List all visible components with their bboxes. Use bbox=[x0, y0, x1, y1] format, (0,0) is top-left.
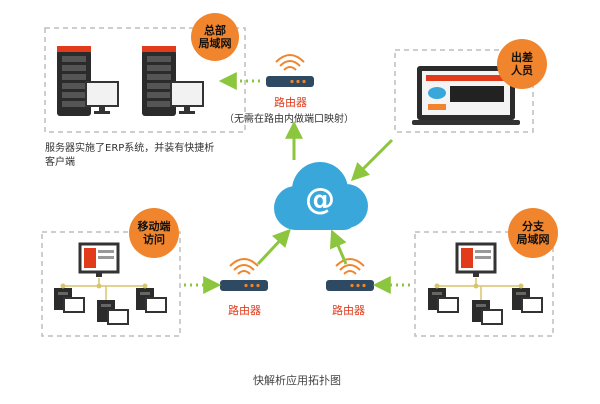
connector-dot bbox=[473, 283, 479, 289]
mobile-badge bbox=[129, 208, 179, 258]
connector-dot bbox=[434, 283, 440, 289]
cloud-icon bbox=[274, 162, 368, 230]
router-icon bbox=[266, 54, 314, 87]
server-rack-icon bbox=[57, 46, 91, 116]
badge-line: 分支 bbox=[522, 220, 544, 233]
arrow-router-left-to-cloud bbox=[256, 228, 291, 266]
travel-badge bbox=[497, 39, 547, 89]
diagram-caption: 快解析应用拓扑图 bbox=[253, 374, 341, 387]
travel-box bbox=[394, 49, 534, 133]
badge-line: 总部 bbox=[204, 24, 226, 37]
monitor-icon bbox=[145, 297, 167, 313]
arrow-router-right-to-cloud bbox=[329, 229, 348, 265]
router-left-label: 路由器 bbox=[228, 304, 261, 317]
network-connector bbox=[62, 278, 146, 300]
laptop-icon bbox=[412, 66, 520, 125]
connector-dot bbox=[60, 283, 66, 289]
branch-badge-label: 分支 局域网 bbox=[509, 220, 557, 246]
hq-lan-box bbox=[44, 27, 246, 133]
arrow-travel-to-cloud bbox=[350, 138, 394, 182]
description-line: 服务器实施了ERP系统，并装有快捷析 bbox=[45, 143, 215, 154]
connector-dot bbox=[96, 283, 102, 289]
router-icon bbox=[220, 258, 268, 291]
badge-line: 局域网 bbox=[198, 37, 232, 50]
monitor-icon bbox=[455, 242, 497, 277]
monitor-icon bbox=[481, 309, 503, 325]
network-connector bbox=[436, 278, 522, 300]
badge-line: 访问 bbox=[143, 233, 165, 246]
badge-line: 局域网 bbox=[516, 233, 550, 246]
server-rack-icon bbox=[142, 46, 176, 116]
badge-line: 出差 bbox=[511, 51, 533, 64]
router-top-note: （无需在路由内做端口映射） bbox=[224, 114, 354, 125]
cloud-at-symbol: @ bbox=[305, 182, 335, 217]
mobile-badge-label: 移动端 访问 bbox=[130, 220, 178, 246]
monitor-icon bbox=[85, 81, 119, 114]
router-right-label: 路由器 bbox=[332, 304, 365, 317]
branch-badge bbox=[508, 208, 558, 258]
connection-arrows bbox=[184, 72, 410, 294]
monitor-icon bbox=[78, 242, 120, 277]
connector-dot bbox=[518, 283, 524, 289]
travel-badge-label: 出差 人员 bbox=[498, 51, 546, 77]
hq-lan-badge-label: 总部 局域网 bbox=[191, 24, 239, 50]
connector-dot bbox=[142, 283, 148, 289]
router-icon bbox=[326, 258, 374, 291]
hq-lan-badge bbox=[191, 13, 239, 61]
mobile-box bbox=[41, 231, 181, 337]
router-top-label: 路由器 bbox=[274, 96, 307, 109]
monitor-icon bbox=[63, 297, 85, 313]
branch-box bbox=[414, 231, 554, 337]
hq-description: 服务器实施了ERP系统，并装有快捷析 客户端 bbox=[45, 142, 245, 170]
badge-line: 人员 bbox=[511, 64, 533, 77]
badge-line: 移动端 bbox=[137, 220, 171, 233]
monitor-icon bbox=[521, 297, 543, 313]
description-line: 客户端 bbox=[45, 157, 75, 168]
monitor-icon bbox=[170, 81, 204, 114]
monitor-icon bbox=[437, 297, 459, 313]
monitor-icon bbox=[107, 309, 129, 325]
